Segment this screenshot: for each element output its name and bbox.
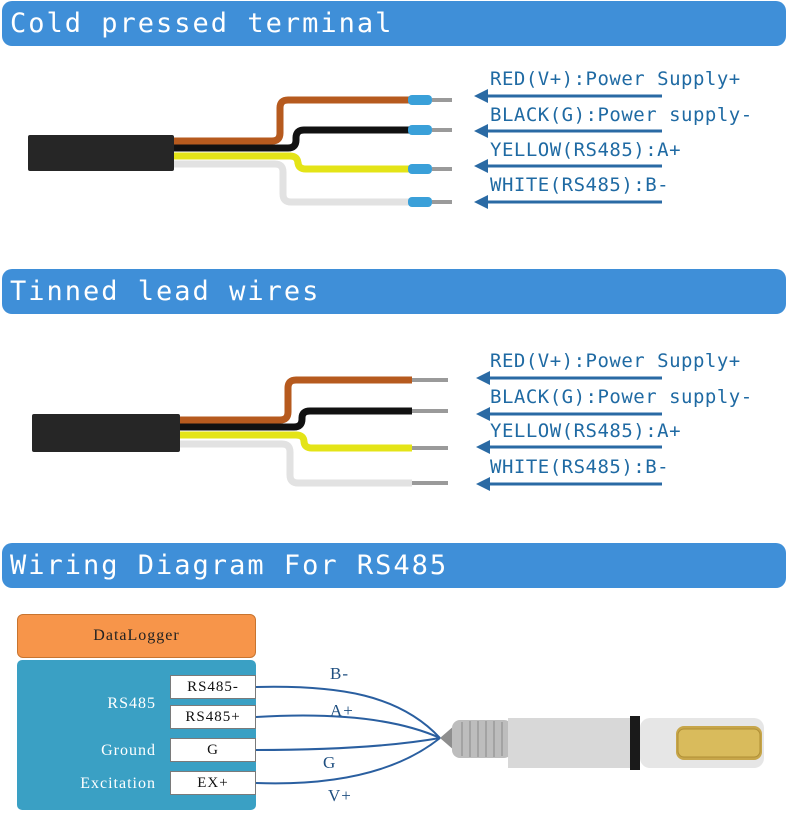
section-banner-tinned-lead: Tinned lead wires — [2, 269, 786, 314]
cable-sheath — [32, 414, 180, 452]
label-black-wire: BLACK(G):Power supply- — [490, 386, 753, 408]
label-white-wire: WHITE(RS485):B- — [490, 456, 670, 478]
white-wire — [174, 160, 410, 206]
cold-pressed-cable-diagram — [28, 89, 662, 209]
section-banner-wiring: Wiring Diagram For RS485 — [2, 543, 786, 588]
wire-label-v-plus: V+ — [328, 786, 352, 805]
label-black-wire: BLACK(G):Power supply- — [490, 104, 753, 126]
wire-label-g: G — [323, 753, 337, 772]
wiring-connections — [255, 685, 764, 785]
wire-label-a-plus: A+ — [330, 701, 354, 720]
label-yellow-wire: YELLOW(RS485):A+ — [490, 420, 682, 442]
label-red-wire: RED(V+):Power Supply+ — [490, 68, 741, 90]
group-label-rs485: RS485 — [107, 695, 156, 712]
label-arrows — [476, 371, 662, 491]
section-banner-cold-pressed: Cold pressed terminal — [2, 1, 786, 46]
group-label-excitation: Excitation — [80, 775, 156, 792]
label-white-wire: WHITE(RS485):B- — [490, 174, 670, 196]
tinned-tips — [412, 378, 448, 485]
terminals — [408, 95, 452, 207]
wire-label-b-minus: B- — [330, 664, 349, 683]
port-rs485-minus: RS485- — [170, 675, 256, 699]
red-wire — [180, 376, 412, 424]
label-yellow-wire: YELLOW(RS485):A+ — [490, 139, 682, 161]
datalogger-header: DataLogger — [17, 614, 256, 658]
port-rs485-plus: RS485+ — [170, 705, 256, 729]
sensor-probe — [440, 716, 764, 770]
red-wire — [174, 96, 410, 145]
port-excitation: EX+ — [170, 771, 256, 795]
yellow-wire — [180, 431, 412, 452]
label-arrows — [474, 89, 662, 209]
tinned-lead-cable-diagram — [32, 371, 662, 491]
black-wire — [180, 407, 412, 431]
group-label-ground: Ground — [101, 742, 156, 759]
cable-sheath — [28, 135, 174, 171]
label-red-wire: RED(V+):Power Supply+ — [490, 350, 741, 372]
signal-wires — [255, 685, 441, 785]
port-ground: G — [170, 738, 256, 762]
black-wire — [174, 126, 410, 152]
yellow-wire — [174, 152, 410, 173]
white-wire — [180, 440, 412, 487]
